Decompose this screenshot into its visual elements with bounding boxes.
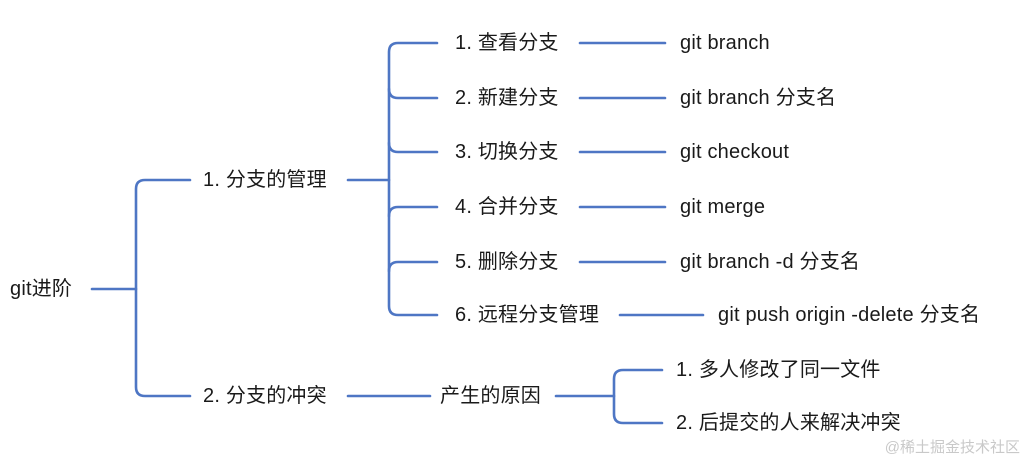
node-command-4[interactable]: git merge	[680, 196, 766, 218]
edge-subtrunk-child2	[387, 87, 439, 100]
node-command-5[interactable]: git branch -d 分支名	[680, 251, 861, 273]
edge-subtrunk-branch2	[612, 368, 664, 425]
node-command-3[interactable]: git checkout	[680, 141, 790, 163]
edge-subtrunk-child4	[387, 205, 439, 218]
edge-subtrunk-child3	[387, 141, 439, 154]
node-branch-1[interactable]: 1. 分支的管理	[203, 169, 327, 191]
node-branch2-cause-child-2[interactable]: 2. 后提交的人来解决冲突	[676, 412, 901, 434]
edge-subtrunk-child5	[387, 260, 439, 273]
node-command-1[interactable]: git branch	[680, 32, 770, 54]
node-branch1-child-3[interactable]: 3. 切换分支	[455, 141, 559, 163]
edge-trunk-main	[134, 178, 192, 398]
node-branch1-child-5[interactable]: 5. 删除分支	[455, 251, 559, 273]
node-branch1-child-4[interactable]: 4. 合并分支	[455, 196, 559, 218]
watermark: @稀土掘金技术社区	[884, 439, 1020, 456]
node-command-2[interactable]: git branch 分支名	[680, 87, 837, 109]
node-branch2-cause-child-1[interactable]: 1. 多人修改了同一文件	[676, 359, 881, 381]
node-command-6[interactable]: git push origin -delete 分支名	[718, 304, 981, 326]
edge-subtrunk-branch1	[387, 41, 439, 317]
node-branch1-child-1[interactable]: 1. 查看分支	[455, 32, 559, 54]
node-branch1-child-2[interactable]: 2. 新建分支	[455, 87, 559, 109]
node-branch2-cause[interactable]: 产生的原因	[440, 385, 541, 407]
node-root[interactable]: git进阶	[10, 278, 73, 300]
node-branch-2[interactable]: 2. 分支的冲突	[203, 385, 327, 407]
node-branch1-child-6[interactable]: 6. 远程分支管理	[455, 304, 600, 326]
